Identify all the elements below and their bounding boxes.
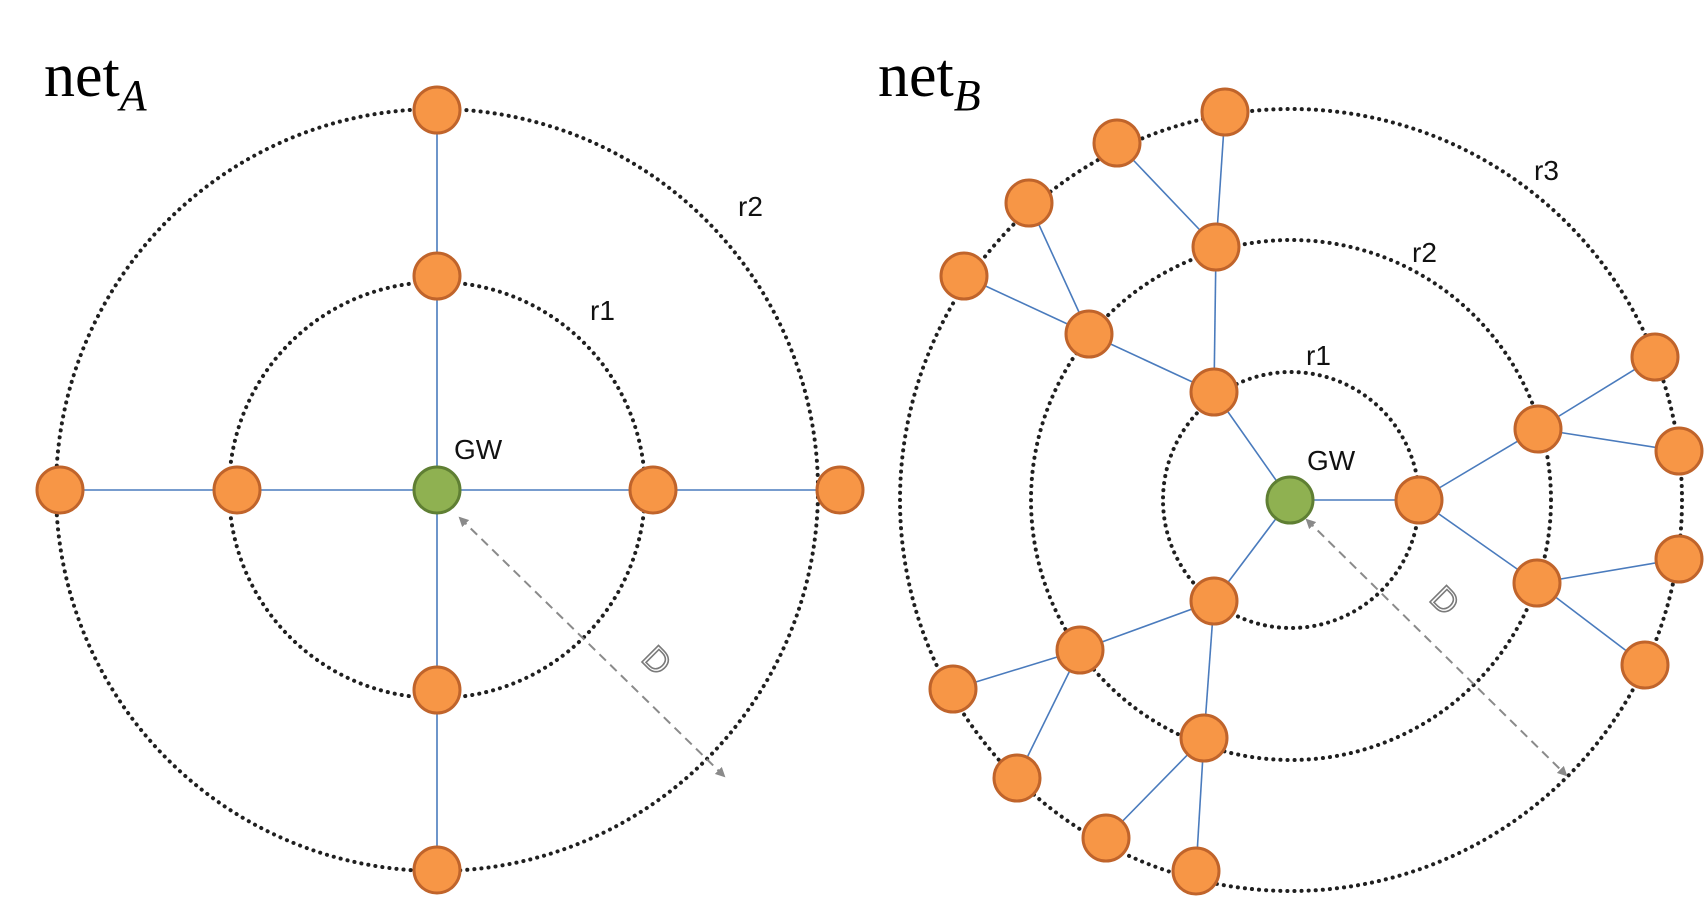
net-b-diagram: netB r1 r2 r3 xyxy=(878,42,1704,896)
net-b-node xyxy=(1004,178,1054,228)
net-b-distance-arrow xyxy=(1305,518,1568,777)
net-b-node xyxy=(1513,404,1563,454)
net-b-distance-label: D xyxy=(1422,579,1466,623)
net-a-ring-r2-label: r2 xyxy=(738,191,763,222)
net-b-node xyxy=(1189,576,1239,626)
net-a-nodes xyxy=(35,85,865,895)
net-a-node xyxy=(412,85,462,135)
net-b-ring-r1-label: r1 xyxy=(1306,340,1331,371)
net-b-ring-r2 xyxy=(1029,238,1553,762)
net-b-node xyxy=(1081,813,1131,863)
net-b-node xyxy=(1179,713,1229,763)
net-b-node xyxy=(1654,534,1704,584)
net-a-node xyxy=(412,665,462,715)
net-b-node xyxy=(1189,367,1239,417)
net-b-gateway-label: GW xyxy=(1307,445,1356,476)
net-a-node xyxy=(815,465,865,515)
net-a-node xyxy=(628,465,678,515)
net-a-node xyxy=(412,845,462,895)
net-a-title: netA xyxy=(44,42,148,120)
net-b-ring-r3-label: r3 xyxy=(1534,155,1559,186)
net-a-node xyxy=(412,251,462,301)
net-b-node xyxy=(1191,222,1241,272)
net-b-ring-r2-label: r2 xyxy=(1412,237,1437,268)
net-a-ring-r1-label: r1 xyxy=(590,295,615,326)
net-b-node xyxy=(928,664,978,714)
net-a-distance-label: D xyxy=(634,639,678,683)
net-b-ring-r3 xyxy=(898,107,1684,893)
net-a-node xyxy=(212,465,262,515)
net-b-node xyxy=(1064,309,1114,359)
net-a-gateway-label: GW xyxy=(454,434,503,465)
net-b-nodes xyxy=(928,87,1704,896)
net-b-node xyxy=(1512,558,1562,608)
net-b-node xyxy=(1171,846,1221,896)
net-b-node xyxy=(1200,87,1250,137)
net-a-diagram: netA r1 r2 D GW xyxy=(35,42,865,895)
net-b-gateway-node xyxy=(1265,475,1315,525)
net-b-node xyxy=(939,251,989,301)
net-b-node xyxy=(1092,118,1142,168)
net-b-node xyxy=(1394,475,1444,525)
net-b-node xyxy=(1630,332,1680,382)
net-b-node xyxy=(992,753,1042,803)
net-b-node xyxy=(1620,640,1670,690)
net-a-node xyxy=(35,465,85,515)
net-a-gateway-node xyxy=(412,465,462,515)
net-a-distance-arrow xyxy=(458,516,726,778)
net-b-node xyxy=(1055,625,1105,675)
net-b-title: netB xyxy=(878,42,981,120)
net-b-node xyxy=(1654,426,1704,476)
